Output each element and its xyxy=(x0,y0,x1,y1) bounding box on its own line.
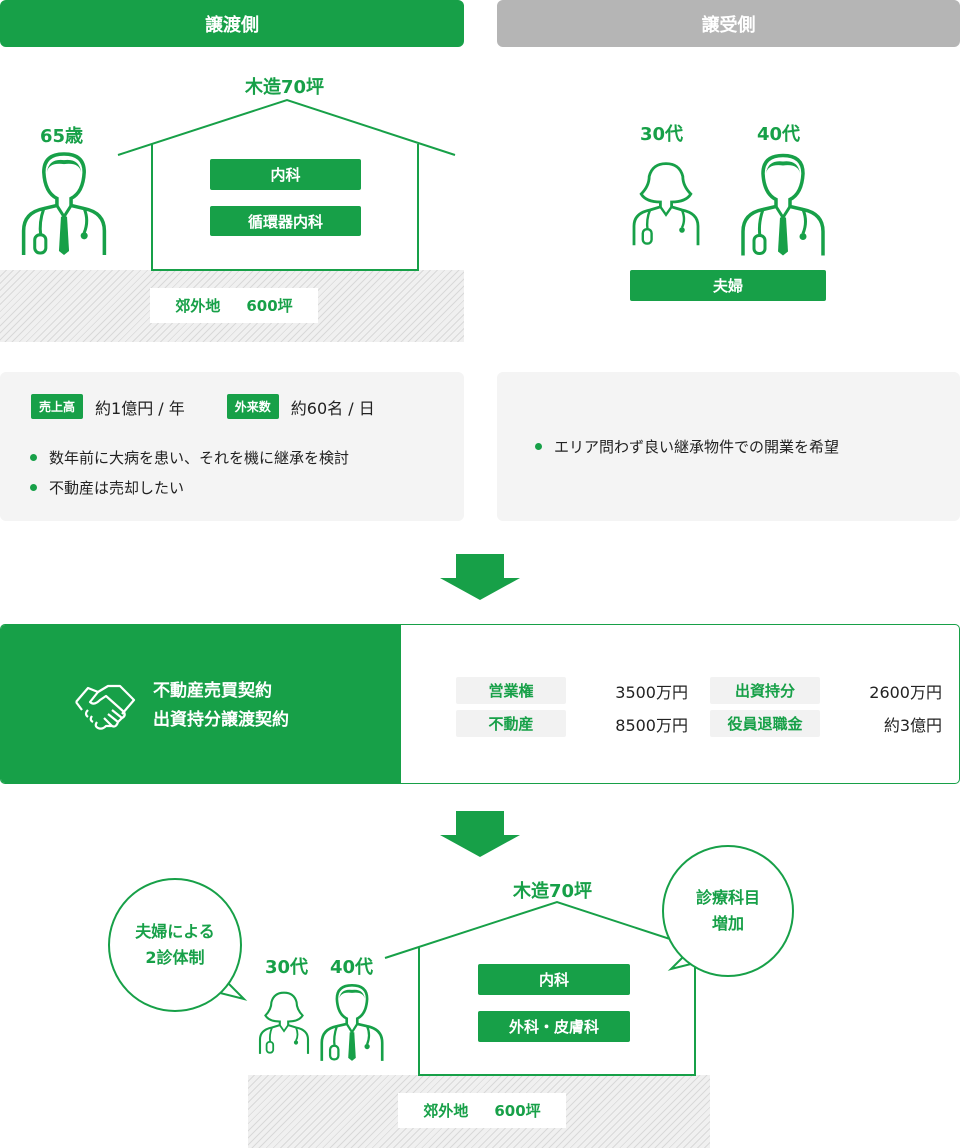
female-doctor-icon xyxy=(257,984,311,1062)
bubble-text: 夫婦による xyxy=(135,922,215,942)
land-label: 郊外地 600坪 xyxy=(398,1093,566,1128)
buyer-info-panel: エリア問わず良い継承物件での開業を希望 xyxy=(497,372,960,521)
seller-age: 65歳 xyxy=(40,126,84,147)
note-text: エリア問わず良い継承物件での開業を希望 xyxy=(554,438,840,456)
female-doctor-icon xyxy=(630,150,702,258)
relation-badge: 夫婦 xyxy=(630,270,826,301)
note-text: 不動産は売却したい xyxy=(49,479,185,497)
stat-value: 約1億円 / 年 xyxy=(95,398,185,418)
building-label: 木造70坪 xyxy=(245,77,325,98)
buyer-age-1: 30代 xyxy=(640,124,684,145)
doctor-icon xyxy=(318,982,386,1062)
speech-bubble-left: 夫婦による 2診体制 xyxy=(108,878,242,1012)
handshake-icon xyxy=(75,684,136,730)
department-badge: 内科 xyxy=(210,159,361,190)
contract-item-label: 不動産 xyxy=(456,710,566,737)
contract-item-value: 8500万円 xyxy=(615,715,688,735)
house-outline xyxy=(117,98,456,271)
contract-title: 出資持分譲渡契約 xyxy=(153,710,289,730)
land-type: 郊外地 xyxy=(423,1102,469,1120)
contract-panel: 不動産売買契約 出資持分譲渡契約 営業権 3500万円 出資持分 2600万円 不動… xyxy=(0,624,960,784)
contract-item-label: 出資持分 xyxy=(710,677,820,704)
bubble-text: 2診体制 xyxy=(145,948,205,967)
result-age-2: 40代 xyxy=(330,957,374,978)
note-item: エリア問わず良い継承物件での開業を希望 xyxy=(535,436,839,457)
land-size: 600坪 xyxy=(246,297,293,315)
seller-header: 譲渡側 xyxy=(0,0,464,47)
note-text: 数年前に大病を患い、それを機に継承を検討 xyxy=(49,449,350,467)
doctor-icon xyxy=(738,150,828,258)
stat-value: 約60名 / 日 xyxy=(290,398,375,418)
buyer-header: 譲受側 xyxy=(497,0,960,47)
contract-title: 不動産売買契約 xyxy=(153,681,272,701)
down-arrow-icon xyxy=(440,554,520,600)
contract-item-value: 3500万円 xyxy=(615,682,688,702)
land-size: 600坪 xyxy=(494,1102,541,1120)
note-item: 不動産は売却したい xyxy=(30,477,184,498)
department-badge: 内科 xyxy=(478,964,630,995)
contract-item-value: 約3億円 xyxy=(883,715,942,735)
bubble-text: 増加 xyxy=(711,914,744,933)
building-label: 木造70坪 xyxy=(513,881,593,902)
stat-tag: 外来数 xyxy=(226,394,279,419)
buyer-age-2: 40代 xyxy=(757,124,801,145)
bubble-text: 診療科目 xyxy=(695,888,760,908)
speech-bubble-right: 診療科目増加 xyxy=(662,845,794,977)
contract-item-value: 2600万円 xyxy=(869,682,942,702)
contract-item-label: 営業権 xyxy=(456,677,566,704)
down-arrow-icon xyxy=(440,811,520,857)
department-badge: 外科・皮膚科 xyxy=(478,1011,630,1042)
result-age-1: 30代 xyxy=(265,957,309,978)
department-badge: 循環器内科 xyxy=(210,206,361,236)
land-type: 郊外地 xyxy=(175,297,221,315)
contract-item-label: 役員退職金 xyxy=(710,710,820,737)
seller-info-panel: 売上高約1億円 / 年 外来数約60名 / 日 数年前に大病を患い、それを機に継… xyxy=(0,372,464,521)
land-label: 郊外地 600坪 xyxy=(150,288,318,323)
doctor-icon xyxy=(18,150,110,256)
note-item: 数年前に大病を患い、それを機に継承を検討 xyxy=(30,447,349,468)
stat-tag: 売上高 xyxy=(31,394,84,419)
